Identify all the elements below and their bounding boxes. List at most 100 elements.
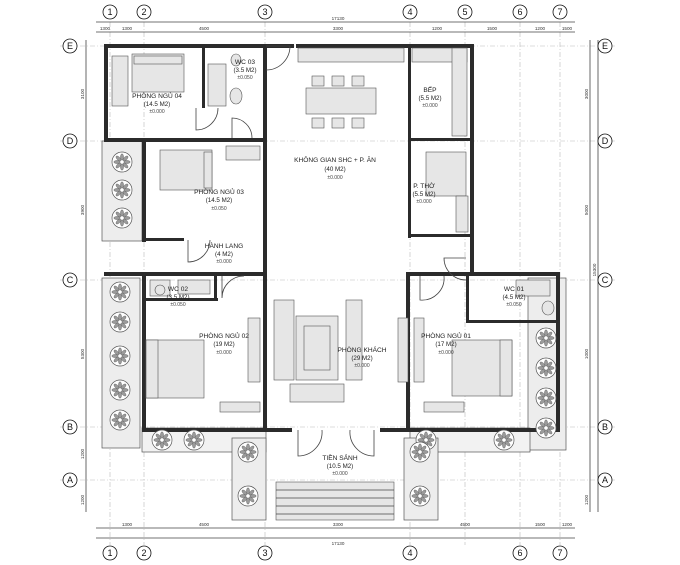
plant-leaf xyxy=(121,320,129,324)
plant-leaf xyxy=(115,183,122,190)
axis-right-D: D xyxy=(602,136,609,146)
room-area: (3.5 M2) xyxy=(166,294,189,301)
plant-leaf xyxy=(113,390,120,397)
plant-leaf xyxy=(544,359,548,367)
plant-leaf xyxy=(113,383,120,390)
plant-leaf xyxy=(539,368,546,375)
plant-leaf xyxy=(544,399,548,407)
plant-leaf xyxy=(113,356,120,363)
plant-leaf xyxy=(113,285,120,292)
dim-bottom-1: 1300 xyxy=(122,522,133,527)
plant-leaf xyxy=(418,487,422,495)
plant-leaf xyxy=(544,429,548,437)
plant-leaf xyxy=(122,190,129,197)
dim-right-total: 15300 xyxy=(592,263,597,276)
plant-leaf xyxy=(118,293,122,301)
plant-leaf xyxy=(497,440,504,447)
plant-leaf xyxy=(417,438,425,442)
plant-leaf xyxy=(419,433,426,440)
room-level: ±0.050 xyxy=(237,75,252,81)
plant-leaf xyxy=(192,431,196,439)
plant-leaf xyxy=(111,290,119,294)
plant-leaf xyxy=(547,426,555,430)
axis-bottom-7: 7 xyxy=(557,548,562,558)
plant-leaf xyxy=(537,426,545,430)
room-area: (29 M2) xyxy=(351,355,372,362)
room-wc-02: WC 02 (3.5 M2) ±0.050 xyxy=(166,286,189,308)
plant-leaf xyxy=(160,431,164,439)
plant-leaf xyxy=(544,389,548,397)
room-kitchen: BẾP (5.5 M2) ±0.000 xyxy=(418,84,441,109)
plant-leaf xyxy=(118,421,122,429)
plant-leaf xyxy=(118,313,122,321)
plant-leaf xyxy=(121,354,129,358)
dim-top-6: 1500 xyxy=(487,26,498,31)
plant-leaf xyxy=(160,441,164,449)
axis-bottom-6: 6 xyxy=(517,548,522,558)
dim-bottom-4: 4500 xyxy=(460,522,471,527)
plant-leaf xyxy=(421,450,429,454)
plant-leaf xyxy=(413,489,420,496)
plant-leaf xyxy=(248,489,255,496)
room-level: ±0.000 xyxy=(216,259,231,265)
plant-leaf xyxy=(246,443,250,451)
room-name: PHÒNG NGỦ 01 xyxy=(421,331,471,340)
plant-leaf xyxy=(544,339,548,347)
dimension-texts: 1300 1300 4500 3300 1200 1500 1200 1500 … xyxy=(80,16,597,546)
plant-leaf xyxy=(118,411,122,419)
room-area: (10.5 M2) xyxy=(327,463,353,470)
plant-leaf xyxy=(544,329,548,337)
plant-leaf xyxy=(123,188,131,192)
dim-top-1: 1300 xyxy=(100,26,111,31)
plant-leaf xyxy=(537,366,545,370)
plant-leaf xyxy=(544,419,548,427)
axis-bottom-4: 4 xyxy=(407,548,412,558)
room-wc-01: WC 01 (4.5 M2) ±0.050 xyxy=(502,286,525,308)
plant-leaf xyxy=(120,322,127,329)
plant-leaf xyxy=(246,487,250,495)
plant-leaf xyxy=(546,368,553,375)
room-name: WC 01 xyxy=(504,286,524,293)
dim-bottom-5: 1500 xyxy=(535,522,546,527)
dim-top-3: 4500 xyxy=(199,26,210,31)
plant-leaf xyxy=(121,388,129,392)
room-area: (14.5 M2) xyxy=(144,101,170,108)
plant-leaf xyxy=(113,420,120,427)
dim-top-8: 1500 xyxy=(562,26,573,31)
room-area: (5.5 M2) xyxy=(412,191,435,198)
dim-left-2: 3900 xyxy=(80,204,85,215)
plant-leaf xyxy=(424,431,428,439)
room-name: KHÔNG GIAN SHC + P. ĂN xyxy=(294,155,376,164)
room-level: ±0.050 xyxy=(506,302,521,308)
plant-leaf xyxy=(122,218,129,225)
dim-left-1: 3100 xyxy=(80,88,85,99)
axis-left-C: C xyxy=(67,275,74,285)
axis-top-1: 1 xyxy=(107,7,112,17)
plant-leaf xyxy=(115,218,122,225)
plant-leaf xyxy=(546,338,553,345)
plant-leaf xyxy=(163,438,171,442)
plant-leaf xyxy=(497,433,504,440)
plant-leaf xyxy=(539,398,546,405)
plant-leaf xyxy=(547,336,555,340)
plant-leaf xyxy=(122,155,129,162)
plant-leaf xyxy=(113,315,120,322)
plant-leaf xyxy=(546,428,553,435)
room-area: (4 M2) xyxy=(215,251,233,258)
room-level: ±0.000 xyxy=(149,109,164,115)
dim-right-2: 5000 xyxy=(584,204,589,215)
plant-leaf xyxy=(241,489,248,496)
plant-leaf xyxy=(113,413,120,420)
room-level: ±0.050 xyxy=(170,302,185,308)
plant-leaf xyxy=(495,438,503,442)
plant-leaf xyxy=(111,418,119,422)
plant-leaf xyxy=(113,188,121,192)
plant-leaf xyxy=(249,450,257,454)
plant-leaf xyxy=(502,441,506,449)
plant-leaf xyxy=(120,420,127,427)
plant-leaf xyxy=(241,496,248,503)
room-name: P. THỜ xyxy=(413,181,435,190)
plant-leaf xyxy=(539,338,546,345)
axis-right-E: E xyxy=(602,41,608,51)
